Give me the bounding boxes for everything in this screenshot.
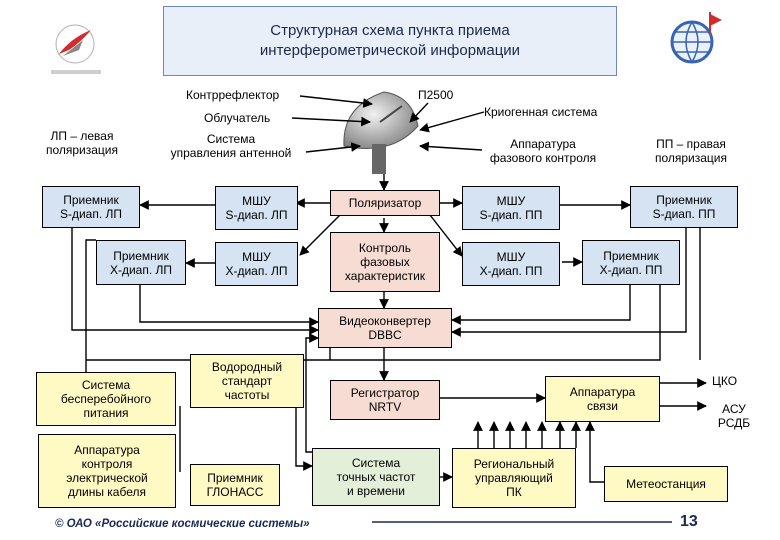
block-cable-length-control: Аппаратура контроля электрической длины …	[38, 434, 176, 508]
pointer-antenna-control	[305, 142, 361, 153]
title-line2: интерферометрической информации	[259, 42, 521, 59]
block-glonass-receiver: Приемник ГЛОНАСС	[190, 464, 280, 506]
block-communication: Аппаратура связи	[545, 376, 660, 422]
block-videoconverter-dbbc: Видеоконвертер DBBC	[318, 308, 452, 348]
logo-arrow	[63, 40, 83, 56]
footer-copyright: © ОАО «Российские космические системы»	[55, 518, 310, 530]
globe-flag	[710, 14, 722, 26]
title-line1: Структурная схема пункта приема	[270, 22, 510, 39]
block-recorder-nrtv: Регистратор NRTV	[330, 380, 440, 420]
block-lna-s-lp: МШУ S-диап. ЛП	[215, 186, 298, 230]
block-ups: Система бесперебойного питания	[36, 372, 176, 426]
block-phase-characteristics: Контроль фазовых характеристик	[330, 232, 440, 292]
link-time-videoconverter	[305, 333, 319, 453]
block-rx-x-lp: Приемник X-диап. ЛП	[96, 240, 186, 285]
link-meteo-comm	[585, 421, 604, 483]
page-number: 13	[680, 513, 698, 530]
block-polarizer: Поляризатор	[330, 190, 440, 216]
label-cryogenic: Криогенная система	[484, 105, 598, 119]
globe-logo	[670, 12, 722, 64]
logo-swoosh	[59, 30, 91, 54]
label-tsko: ЦКО	[712, 374, 738, 388]
label-p2500: П2500	[418, 88, 454, 102]
block-regional-pc: Региональный управляющий ПК	[452, 448, 576, 508]
pointer-phase-control	[419, 141, 483, 152]
antenna-dish-image	[343, 91, 419, 174]
block-hydrogen-maser: Водородный стандарт частоты	[190, 354, 304, 408]
block-lna-x-lp: МШУ X-диап. ЛП	[215, 242, 298, 286]
logo-caption-bar	[51, 70, 101, 74]
label-left-polarization: ЛП – левая поляризация	[45, 129, 119, 157]
label-asu-rsdb: АСУ РСДБ	[717, 402, 751, 430]
bus-rx-s-lp	[71, 228, 319, 335]
title-box: Структурная схема пункта приема интерфер…	[163, 6, 617, 76]
bus-rx-x-pp	[451, 285, 631, 325]
label-counter-reflector: Контррефлектор	[186, 88, 280, 102]
pointer-feed	[291, 116, 371, 127]
block-rx-s-lp: Приемник S-диап. ЛП	[42, 186, 140, 228]
block-lna-x-pp: МШУ X-диап. ПП	[462, 242, 560, 286]
block-lna-s-pp: МШУ S-диап. ПП	[462, 186, 560, 230]
bus-rx-s-pp	[451, 228, 687, 337]
dish-mount	[372, 144, 386, 174]
pointer-counter-reflector	[299, 95, 373, 108]
block-time-frequency-system: Система точных частот и времени	[312, 448, 440, 506]
dish-strut	[379, 105, 403, 123]
label-phase-control: Аппаратура фазового контроля	[489, 137, 597, 165]
company-logo	[51, 24, 101, 74]
block-rx-x-pp: Приемник X-диап. ПП	[582, 240, 680, 285]
power-line-left	[85, 239, 96, 372]
label-right-polarization: ПП – правая поляризация	[654, 137, 728, 165]
pointer-p2500	[409, 102, 429, 123]
block-meteostation: Метеостанция	[604, 466, 728, 502]
block-rx-s-pp: Приемник S-диап. ПП	[630, 186, 738, 228]
link-pol-lna-x-lp	[299, 214, 341, 256]
label-antenna-control: Система управления антенной	[170, 132, 292, 160]
bus-rx-x-lp	[139, 285, 319, 327]
globe-meridian	[673, 21, 711, 63]
pointer-cryogenic	[419, 111, 485, 133]
label-feed: Облучатель	[204, 111, 271, 125]
link-pol-lna-x-pp	[429, 214, 463, 257]
link-maser-time	[295, 406, 313, 471]
